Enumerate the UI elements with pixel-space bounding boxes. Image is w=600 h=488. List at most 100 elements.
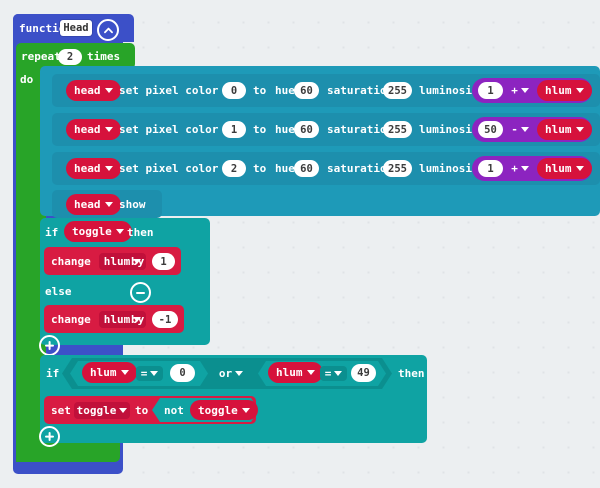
left-value-input[interactable]: 0 [170,364,195,382]
hue-label-2: hue [275,162,295,175]
plus-circle-icon-if-bounds[interactable] [39,426,60,447]
show-target-dropdown[interactable]: head [66,194,121,215]
pixel-index-input-0[interactable]: 0 [222,82,246,99]
target-dropdown-2[interactable]: head [66,158,121,179]
operator-dropdown-1[interactable]: - [507,122,533,137]
then-label-bounds: then [398,367,425,380]
operand-a-input-1[interactable]: 50 [478,121,503,138]
chevron-up-circle-icon[interactable] [97,19,119,41]
change-variable-dropdown-then[interactable]: hlum [99,253,146,270]
then-label-toggle: then [127,226,154,239]
change-keyword-else: change [51,313,91,326]
toggle-condition-label: toggle [72,225,112,238]
pixel-index-input-1[interactable]: 1 [222,121,246,138]
show-action-label: show [119,198,146,211]
luminosity-label-0: luminosity [419,84,486,97]
set-pixel-text-0: set pixel color at [119,84,239,97]
left-operator-label: = [140,367,148,380]
not-operand-dropdown[interactable]: toggle [190,400,258,420]
chevron-down-icon [241,407,250,413]
change-variable-label-else: hlum [103,313,131,326]
toggle-condition-dropdown[interactable]: toggle [64,221,132,242]
or-operator-label: or [218,367,233,380]
set-pixel-text-2: set pixel color at [119,162,239,175]
target-dropdown-0[interactable]: head [66,80,121,101]
operand-a-input-0[interactable]: 1 [478,82,503,99]
chevron-down-icon [575,88,584,93]
set-to-label: to [135,404,149,417]
to-label-2: to [253,162,267,175]
hue-input-0[interactable]: 60 [294,82,319,99]
right-value-input[interactable]: 49 [351,364,376,382]
to-label-1: to [253,123,267,136]
repeat-times-label: times [87,50,121,63]
left-variable-dropdown[interactable]: hlum [82,362,137,383]
chevron-down-icon [120,370,129,375]
operand-b-dropdown-1[interactable]: hlum [537,119,592,140]
hue-input-2[interactable]: 60 [294,160,319,177]
chevron-down-icon [575,127,584,132]
chevron-down-icon [520,127,529,132]
operand-b-dropdown-2[interactable]: hlum [537,158,592,179]
not-label: not [164,404,184,417]
operator-dropdown-2[interactable]: + [507,161,533,176]
operator-label-1: - [511,123,518,136]
by-label-else: by [131,313,145,326]
not-operand-label: toggle [198,403,238,417]
luminosity-label-2: luminosity [419,162,486,175]
chevron-down-icon [104,166,113,171]
operand-b-label-0: hlum [545,84,572,97]
operator-dropdown-0[interactable]: + [507,83,533,98]
operator-label-2: + [511,162,518,175]
repeat-keyword-label: repeat [21,50,61,63]
show-target-label: head [74,198,101,211]
change-variable-dropdown-else[interactable]: hlum [99,311,146,328]
right-variable-label: hlum [276,366,303,379]
hue-input-1[interactable]: 60 [294,121,319,138]
function-name-input[interactable]: Head [60,20,92,36]
set-variable-label: toggle [76,404,117,417]
chevron-down-icon [520,88,529,93]
chevron-down-icon [104,127,113,132]
else-label: else [45,285,72,298]
target-label-2: head [74,162,101,175]
saturation-input-0[interactable]: 255 [383,82,412,99]
function-keyword-label: function [19,21,72,35]
chevron-down-icon [104,202,113,207]
operand-a-input-2[interactable]: 1 [478,160,503,177]
luminosity-label-1: luminosity [419,123,486,136]
right-operator-dropdown[interactable]: = [320,366,347,381]
minus-circle-icon[interactable] [130,282,151,303]
change-keyword-then: change [51,255,91,268]
repeat-count-input[interactable]: 2 [58,49,82,65]
change-variable-label-then: hlum [103,255,131,268]
or-operator-dropdown[interactable]: or [215,366,247,381]
repeat-loop-foot [16,440,120,462]
operand-b-dropdown-0[interactable]: hlum [537,80,592,101]
set-variable-dropdown[interactable]: toggle [74,402,130,419]
change-amount-input-else[interactable]: -1 [152,311,178,328]
target-label-1: head [74,123,101,136]
left-variable-label: hlum [90,366,117,379]
operand-b-label-1: hlum [545,123,572,136]
target-dropdown-1[interactable]: head [66,119,121,140]
chevron-down-icon [133,317,142,322]
set-keyword-label: set [51,404,71,417]
plus-circle-icon-if-toggle[interactable] [39,335,60,356]
saturation-input-2[interactable]: 255 [383,160,412,177]
right-variable-dropdown[interactable]: hlum [268,362,323,383]
saturation-input-1[interactable]: 255 [383,121,412,138]
chevron-down-icon [115,229,124,234]
chevron-down-icon [150,371,159,376]
operand-b-label-2: hlum [545,162,572,175]
to-label-0: to [253,84,267,97]
target-label-0: head [74,84,101,97]
chevron-down-icon [235,371,244,376]
change-amount-input-then[interactable]: 1 [152,253,175,270]
left-operator-dropdown[interactable]: = [136,366,163,381]
repeat-do-label: do [20,73,34,86]
chevron-down-icon [104,88,113,93]
chevron-down-icon [334,371,343,376]
pixel-index-input-2[interactable]: 2 [222,160,246,177]
